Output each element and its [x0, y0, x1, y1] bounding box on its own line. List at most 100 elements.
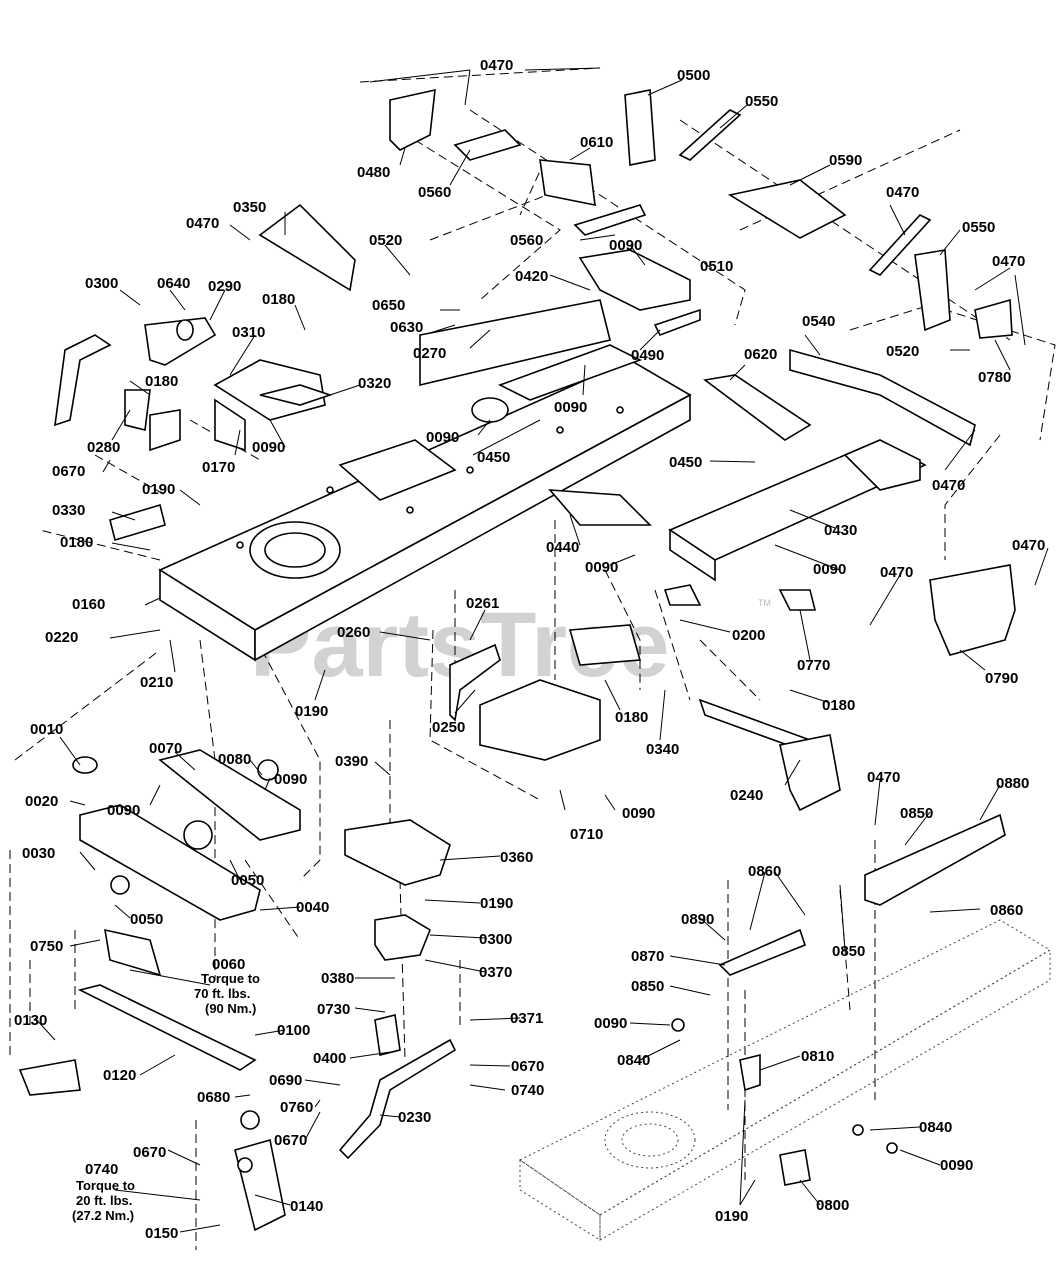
callout-c56: 0770 — [797, 657, 830, 674]
callout-c20: 0180 — [262, 291, 295, 308]
torque-note-20: Torque to 20 ft. lbs. (27.2 Nm.) — [72, 1178, 135, 1223]
callout-c17: 0300 — [85, 275, 118, 292]
callout-c41: 0670 — [52, 463, 85, 480]
callout-c116: 0800 — [816, 1197, 849, 1214]
callout-c28: 0520 — [886, 343, 919, 360]
callout-c71: 0020 — [25, 793, 58, 810]
callout-c101: 0670 — [511, 1058, 544, 1075]
callout-c69: 0470 — [867, 769, 900, 786]
callout-c80: 0860 — [748, 863, 781, 880]
callout-c96: 0130 — [14, 1012, 47, 1029]
callout-c107: 0760 — [280, 1099, 313, 1116]
torque-note-20-line3: (27.2 Nm.) — [72, 1208, 134, 1223]
callout-c42: 0190 — [142, 481, 175, 498]
callout-c35: 0170 — [202, 459, 235, 476]
callout-c83: 0050 — [130, 911, 163, 928]
callout-c103: 0120 — [103, 1067, 136, 1084]
torque-note-20-line2: 20 ft. lbs. — [76, 1193, 132, 1208]
callout-c16: 0470 — [992, 253, 1025, 270]
callout-c60: 0250 — [432, 719, 465, 736]
callout-c52: 0261 — [466, 595, 499, 612]
callout-c73: 0090 — [107, 802, 140, 819]
callout-c72: 0090 — [274, 771, 307, 788]
callout-c70: 0880 — [996, 775, 1029, 792]
callout-c95: 0371 — [510, 1010, 543, 1027]
callout-c8: 0350 — [233, 199, 266, 216]
callout-c104: 0690 — [269, 1072, 302, 1089]
callout-c12: 0090 — [609, 237, 642, 254]
callout-c98: 0090 — [594, 1015, 627, 1032]
callout-c74: 0710 — [570, 826, 603, 843]
callout-c10: 0520 — [369, 232, 402, 249]
callout-c115: 0190 — [715, 1208, 748, 1225]
callout-c55: 0200 — [732, 627, 765, 644]
callout-c9: 0470 — [186, 215, 219, 232]
callout-c7: 0590 — [829, 152, 862, 169]
callout-c99: 0400 — [313, 1050, 346, 1067]
callout-c58: 0210 — [140, 674, 173, 691]
torque-note-20-line1: Torque to — [76, 1178, 135, 1193]
callout-c59: 0190 — [295, 703, 328, 720]
callout-c22: 0650 — [372, 297, 405, 314]
torque-note-70-line2: 70 ft. lbs. — [194, 986, 250, 1001]
callout-c13: 0470 — [886, 184, 919, 201]
front-axle-assembly — [18, 749, 301, 1232]
callout-c117: 0150 — [145, 1225, 178, 1242]
callout-c87: 0750 — [30, 938, 63, 955]
callout-c29: 0780 — [978, 369, 1011, 386]
callout-c24: 0310 — [232, 324, 265, 341]
callout-c110: 0840 — [919, 1119, 952, 1136]
callout-c108: 0230 — [398, 1109, 431, 1126]
callout-c84: 0860 — [990, 902, 1023, 919]
callout-c68: 0240 — [730, 787, 763, 804]
callout-c44: 0430 — [824, 522, 857, 539]
callout-c64: 0010 — [30, 721, 63, 738]
callout-c77: 0360 — [500, 849, 533, 866]
callout-c97: 0100 — [277, 1022, 310, 1039]
callout-c112: 0090 — [940, 1157, 973, 1174]
callout-c34: 0280 — [87, 439, 120, 456]
callout-c89: 0870 — [631, 948, 664, 965]
callout-c57: 0790 — [985, 670, 1018, 687]
callout-c27: 0540 — [802, 313, 835, 330]
callout-c26: 0490 — [631, 347, 664, 364]
callout-c6: 0560 — [418, 184, 451, 201]
callout-c92: 0380 — [321, 970, 354, 987]
callout-c100: 0840 — [617, 1052, 650, 1069]
callout-c75: 0090 — [622, 805, 655, 822]
callout-c53: 0220 — [45, 629, 78, 646]
callout-c65: 0070 — [149, 740, 182, 757]
middle-assemblies — [338, 624, 841, 1160]
callout-c4: 0610 — [580, 134, 613, 151]
callout-c113: 0740 — [85, 1161, 118, 1178]
callout-c50: 0470 — [880, 564, 913, 581]
callout-c106: 0680 — [197, 1089, 230, 1106]
callout-c37: 0090 — [426, 429, 459, 446]
callout-c111: 0670 — [133, 1144, 166, 1161]
callout-c61: 0180 — [615, 709, 648, 726]
callout-c45: 0180 — [60, 534, 93, 551]
torque-note-70-line1: Torque to — [201, 971, 260, 986]
callout-c38: 0450 — [477, 449, 510, 466]
callout-c81: 0190 — [480, 895, 513, 912]
callout-c82: 0040 — [296, 899, 329, 916]
main-frame-rail-0160 — [158, 344, 692, 662]
callout-c102: 0810 — [801, 1048, 834, 1065]
callout-c114: 0140 — [290, 1198, 323, 1215]
callout-c85: 0890 — [681, 911, 714, 928]
upper-brackets — [54, 88, 1016, 656]
callout-c105: 0740 — [511, 1082, 544, 1099]
callout-c88: 0850 — [832, 943, 865, 960]
callout-c21: 0420 — [515, 268, 548, 285]
callout-c48: 0090 — [585, 559, 618, 576]
callout-c47: 0470 — [1012, 537, 1045, 554]
callout-c23: 0630 — [390, 319, 423, 336]
callout-c2: 0500 — [677, 67, 710, 84]
callout-c86: 0300 — [479, 931, 512, 948]
callout-c15: 0510 — [700, 258, 733, 275]
callout-c94: 0730 — [317, 1001, 350, 1018]
callout-c3: 0550 — [745, 93, 778, 110]
callout-c36: 0090 — [252, 439, 285, 456]
